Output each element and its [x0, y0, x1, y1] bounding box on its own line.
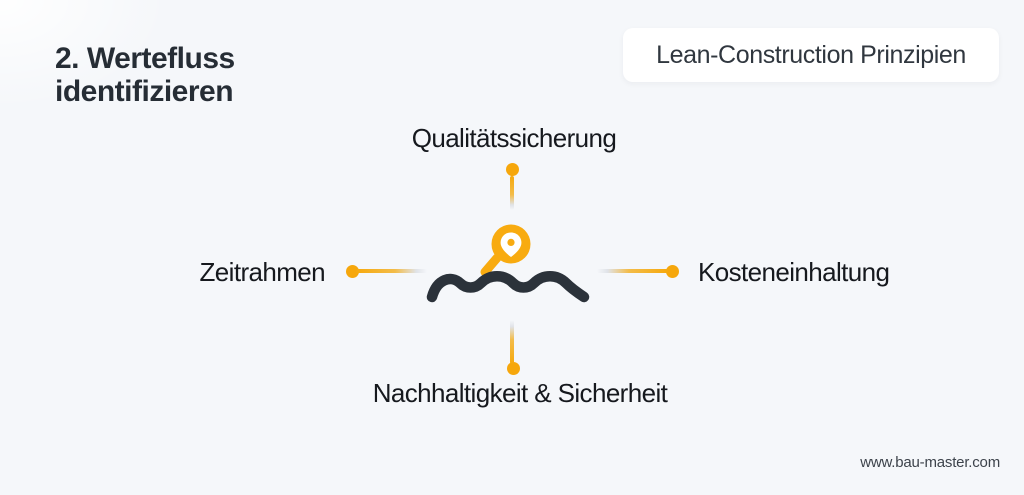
connector-dot-left [345, 264, 359, 278]
website-url: www.bau-master.com [860, 454, 1000, 471]
diagram-label-zeitrahmen: Zeitrahmen [199, 257, 326, 287]
page-title: 2. Wertefluss identifizieren [55, 42, 235, 108]
connector-dot-bottom [506, 361, 520, 375]
connector-line-top [510, 176, 514, 210]
diagram-label-kosteneinhaltung: Kosteneinhaltung [698, 257, 890, 287]
diagram-label-nachhaltigkeit-sicherheit: Nachhaltigkeit & Sicherheit [372, 378, 668, 408]
location-pin-hole [507, 238, 515, 246]
category-badge-label: Lean-Construction Prinzipien [656, 40, 966, 69]
diagram-label-qualitaetssicherung: Qualitätssicherung [411, 123, 617, 153]
category-badge: Lean-Construction Prinzipien [623, 28, 999, 82]
waves-icon [426, 271, 590, 303]
connector-line-left [356, 269, 427, 273]
connector-line-bottom [509, 320, 514, 364]
magnifier-handle [480, 253, 502, 277]
search-location-waves-icon [426, 224, 590, 303]
connector-dot-top [505, 162, 519, 176]
connector-line-right [597, 269, 668, 273]
connector-dot-right [665, 264, 679, 278]
